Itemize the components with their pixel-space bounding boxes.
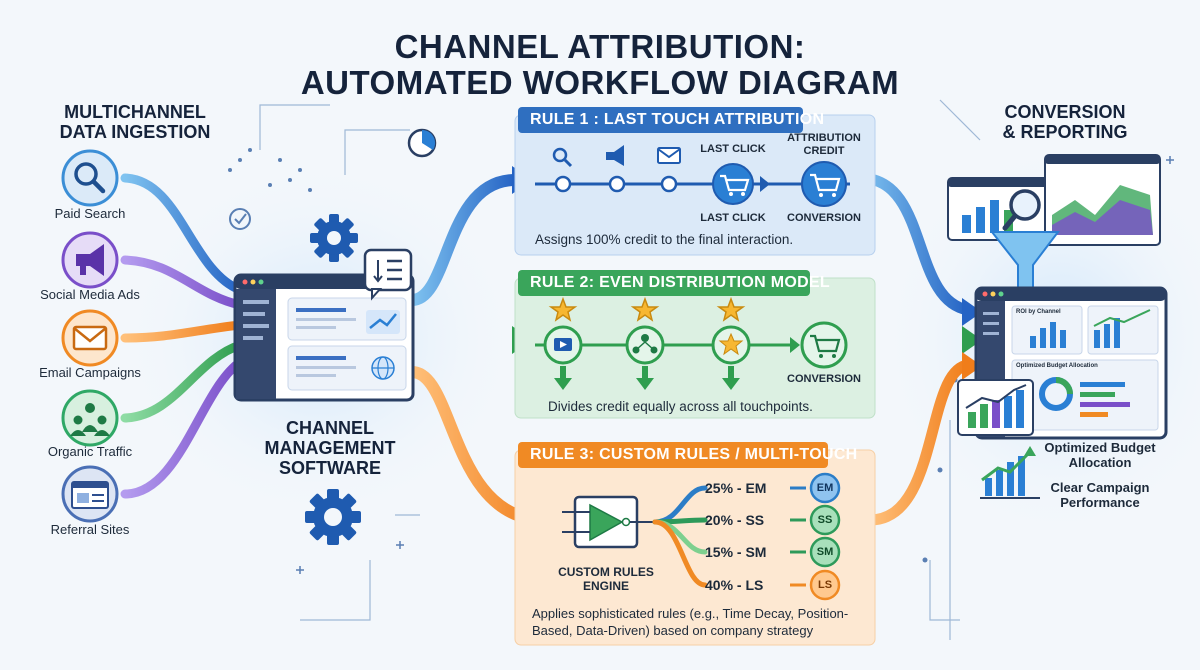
reporting-header-line2: & REPORTING xyxy=(1002,122,1128,142)
trend-chart-icon xyxy=(980,446,1040,499)
magnifier-icon xyxy=(1002,189,1041,231)
dashboard-budget-label: Optimized Budget Allocation xyxy=(1016,363,1098,369)
allocation-badge: LS xyxy=(817,579,833,591)
allocation-label: 40% - LS xyxy=(705,577,764,593)
magnifier-icon xyxy=(552,147,573,168)
source-label: Paid Search xyxy=(54,206,126,221)
list-icon xyxy=(363,248,413,301)
envelope-icon xyxy=(657,147,681,164)
allocation-label: 25% - EM xyxy=(705,480,767,496)
allocation-label: 15% - SM xyxy=(705,544,767,560)
software-window xyxy=(233,273,415,402)
cart-icon xyxy=(712,163,754,205)
source-referral-sites xyxy=(61,465,119,523)
rule1-panel xyxy=(514,107,876,256)
source-label: Social Media Ads xyxy=(40,287,140,302)
source-label: Referral Sites xyxy=(50,522,130,537)
conversion-label: CONVERSION xyxy=(787,373,861,385)
cart-icon xyxy=(800,321,848,369)
source-label: Organic Traffic xyxy=(47,444,133,459)
dashboard-roi-label: ROI by Channel xyxy=(1016,309,1061,315)
attribution-credit-line1: ATTRIBUTION xyxy=(787,132,861,144)
last-click-label: LAST CLICK xyxy=(700,212,766,224)
rule2-description: Divides credit equally across all touchp… xyxy=(548,399,813,414)
diagram-title-line2: AUTOMATED WORKFLOW DIAGRAM xyxy=(300,64,900,101)
star-icon xyxy=(548,296,746,322)
report-card-area xyxy=(1044,154,1161,246)
rule3-description-line1: Applies sophisticated rules (e.g., Time … xyxy=(532,606,849,621)
pie-chart-icon xyxy=(407,128,437,158)
allocation-arrows xyxy=(652,485,708,588)
outcome-performance-line1: Clear Campaign xyxy=(1050,480,1150,495)
logic-gate-icon xyxy=(562,495,655,549)
gear-icon xyxy=(310,214,358,262)
source-organic-traffic xyxy=(61,389,119,447)
engine-label-line1: CUSTOM RULES xyxy=(558,565,654,579)
source-label: Email Campaigns xyxy=(39,365,141,380)
outcome-budget-line2: Allocation xyxy=(1068,455,1132,470)
software-label-line2: MANAGEMENT xyxy=(264,438,396,458)
rule1-title: RULE 1 : LAST TOUCH ATTRIBUTION xyxy=(530,111,825,128)
ingestion-arrows xyxy=(120,173,245,499)
allocation-badge: SM xyxy=(816,546,834,558)
source-paid-search xyxy=(61,149,119,207)
megaphone-icon xyxy=(606,145,624,166)
source-email-campaigns xyxy=(61,309,119,367)
attribution-credit-line2: CREDIT xyxy=(803,145,845,157)
software-label-line1: CHANNEL xyxy=(286,418,374,438)
outcome-performance-line2: Performance xyxy=(1060,495,1140,510)
touchpoint-circles xyxy=(543,325,751,365)
cart-icon xyxy=(801,161,847,207)
last-click-label: LAST CLICK xyxy=(700,143,766,155)
plus-marks xyxy=(296,156,1174,574)
gear-icon xyxy=(305,489,361,545)
circuit-lines xyxy=(259,99,981,640)
allocation-badge: EM xyxy=(816,482,834,494)
rule2-title: RULE 2: EVEN DISTRIBUTION MODEL xyxy=(530,274,830,291)
source-social-media-ads xyxy=(61,231,119,289)
engine-label-line2: ENGINE xyxy=(582,579,629,593)
allocation-label: 20% - SS xyxy=(705,512,765,528)
rule3-description-line2: Based, Data-Driven) based on company str… xyxy=(532,623,814,638)
ingestion-header-line1: MULTICHANNEL xyxy=(64,102,206,122)
reporting-header-line1: CONVERSION xyxy=(1004,102,1126,122)
allocation-badge: SS xyxy=(817,514,833,526)
software-label-line3: SOFTWARE xyxy=(279,458,381,478)
ingestion-header-line2: DATA INGESTION xyxy=(59,122,211,142)
conversion-label: CONVERSION xyxy=(787,212,861,224)
allocation-badges xyxy=(790,472,841,601)
reporting-arrows xyxy=(854,172,974,526)
down-arrows xyxy=(554,366,740,390)
rule1-description: Assigns 100% credit to the final interac… xyxy=(535,232,794,247)
diagram-title-line1: CHANNEL ATTRIBUTION: xyxy=(394,28,806,65)
report-card-trend xyxy=(957,379,1034,436)
outcome-budget-line1: Optimized Budget xyxy=(1044,440,1156,455)
rule-arrows xyxy=(406,174,551,526)
rule3-title: RULE 3: CUSTOM RULES / MULTI-TOUCH xyxy=(530,446,858,463)
check-icon xyxy=(229,208,251,230)
